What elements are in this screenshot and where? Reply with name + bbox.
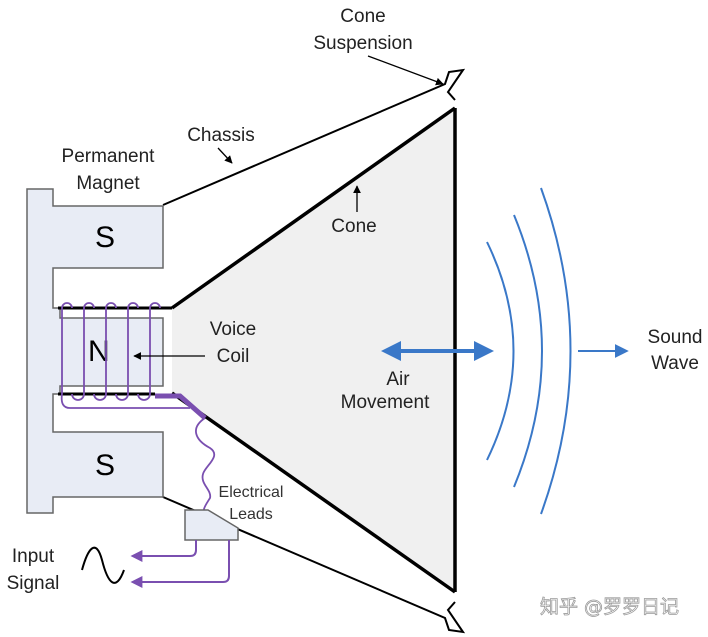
watermark: 知乎 @罗罗日记 [540, 596, 679, 618]
pole-middle-label: N [88, 335, 110, 368]
input-signal-label-1: Input [12, 546, 55, 567]
sine-wave-icon [81, 546, 125, 584]
cone-label: Cone [331, 216, 376, 237]
input-wire-1 [130, 540, 197, 562]
chassis-bottom [162, 496, 466, 634]
input-signal-label-2: Signal [7, 573, 60, 594]
chassis-label: Chassis [187, 125, 255, 146]
electrical-leads-label-1: Electrical [219, 484, 284, 501]
electrical-leads-label-2: Leads [229, 506, 273, 523]
sound-waves [486, 187, 572, 515]
voice-coil [60, 302, 190, 409]
terminal-block [184, 509, 239, 541]
cone-suspension-label-1: Cone [340, 6, 385, 27]
cone-top-edge [170, 106, 457, 310]
input-wire-2 [130, 540, 230, 588]
chassis-top [162, 68, 466, 206]
chassis-pointer [217, 147, 233, 164]
coil-lead-thick [155, 393, 207, 420]
permanent-magnet-label-2: Magnet [76, 173, 140, 194]
voice-coil-label-2: Coil [217, 346, 250, 367]
electrical-lead-wire [195, 417, 216, 517]
cone-suspension-pointer [367, 55, 444, 86]
air-movement-label-2: Movement [341, 392, 430, 413]
sound-wave-label-2: Wave [651, 353, 699, 374]
cone [172, 108, 455, 592]
pole-top-label: S [95, 221, 115, 254]
pole-bottom-label: S [95, 449, 115, 482]
cone-suspension-label-2: Suspension [313, 33, 412, 54]
permanent-magnet-label-1: Permanent [62, 146, 156, 167]
permanent-magnet [26, 188, 164, 514]
sound-wave-label-1: Sound [648, 327, 703, 348]
cone-bottom-edge [170, 391, 457, 594]
air-movement-label-1: Air [386, 369, 410, 390]
voice-coil-label-1: Voice [210, 319, 256, 340]
